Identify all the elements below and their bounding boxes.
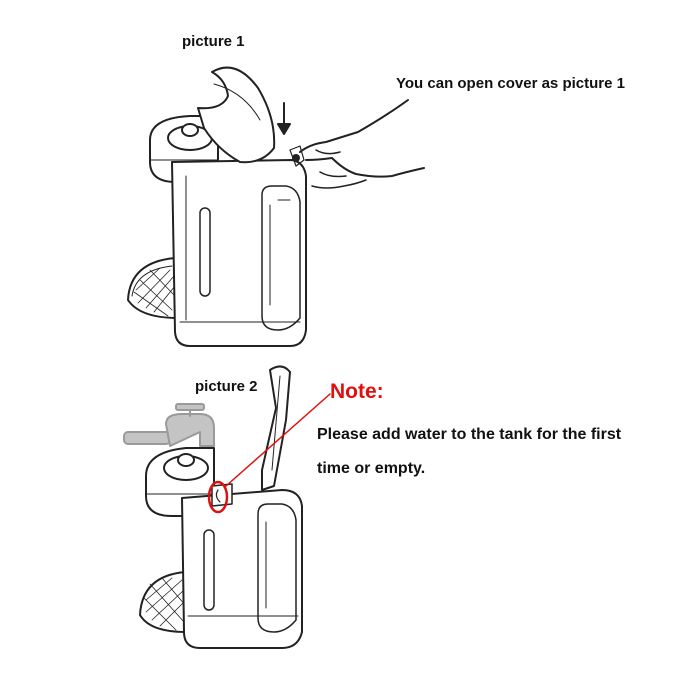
note-callout-icon: [207, 393, 331, 514]
open-lid-1: [197, 66, 276, 164]
raised-lid-2: [261, 365, 291, 491]
machine-picture-1: [127, 66, 425, 347]
picture-1-caption: You can open cover as picture 1: [396, 75, 625, 92]
down-arrow-icon: [277, 102, 291, 135]
note-label: Note:: [330, 380, 384, 403]
drip-tray-2: [139, 571, 187, 633]
picture-2-title: picture 2: [195, 378, 258, 395]
machine-body-2: [181, 483, 303, 649]
note-text-line-2: time or empty.: [317, 460, 426, 477]
drip-tray-1: [127, 257, 179, 319]
machine-picture-2: [123, 365, 331, 649]
hand-pressing-icon: [289, 99, 425, 189]
picture-1-title: picture 1: [182, 33, 245, 50]
machine-body-1: [171, 159, 307, 347]
faucet-icon: [123, 403, 215, 447]
note-text-line-1: Please add water to the tank for the fir…: [317, 426, 622, 443]
